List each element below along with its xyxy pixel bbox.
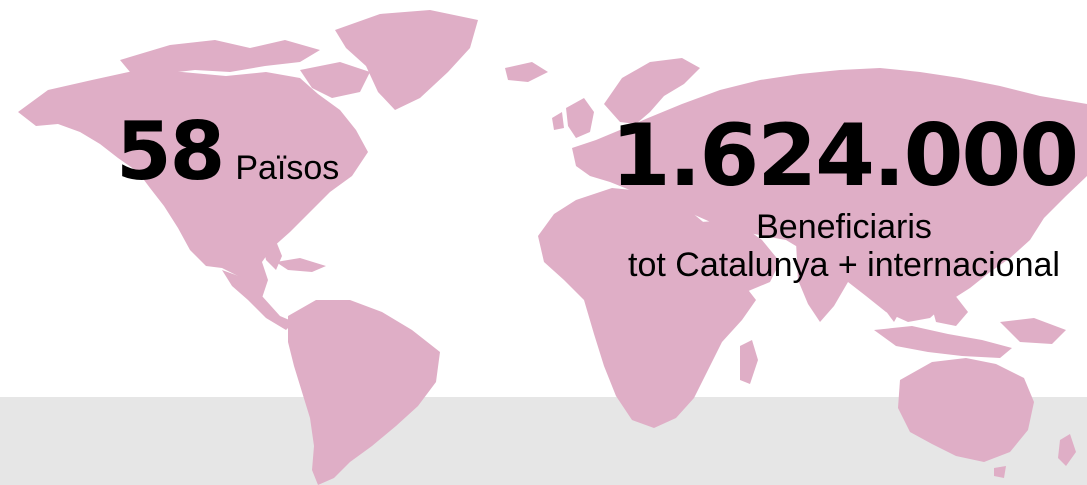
central-america: [222, 270, 294, 330]
tasmania: [994, 466, 1006, 478]
japan: [1034, 150, 1066, 206]
baffin-island: [300, 62, 370, 98]
scandinavia: [604, 58, 700, 124]
north-america: [18, 70, 368, 298]
beneficiaries-sublabel: tot Catalunya + internacional: [628, 246, 1060, 284]
borneo: [930, 294, 968, 326]
arctic-islands: [120, 40, 320, 74]
caribbean: [276, 258, 326, 272]
southeast-asia: [870, 258, 908, 322]
new-guinea: [1000, 318, 1066, 344]
countries-label: Països: [235, 149, 340, 187]
countries-stat: 58 Països: [116, 112, 339, 192]
greenland: [335, 10, 478, 110]
arabia: [700, 220, 780, 292]
eurasia: [572, 68, 1087, 322]
ireland: [552, 112, 564, 130]
australia: [898, 358, 1034, 462]
new-zealand: [1058, 434, 1076, 466]
india: [796, 238, 852, 322]
africa: [538, 188, 756, 428]
madagascar: [740, 340, 758, 384]
florida: [262, 236, 282, 270]
south-america: [288, 300, 440, 485]
countries-number: 58: [116, 105, 225, 198]
indonesia: [874, 326, 1012, 358]
beneficiaries-stat: 1.624.000 Beneficiaris tot Catalunya + i…: [574, 112, 1087, 284]
british-isles: [566, 98, 594, 138]
iceland: [505, 62, 548, 82]
beneficiaries-number: 1.624.000: [610, 106, 1079, 206]
beneficiaries-label: Beneficiaris: [756, 208, 932, 246]
